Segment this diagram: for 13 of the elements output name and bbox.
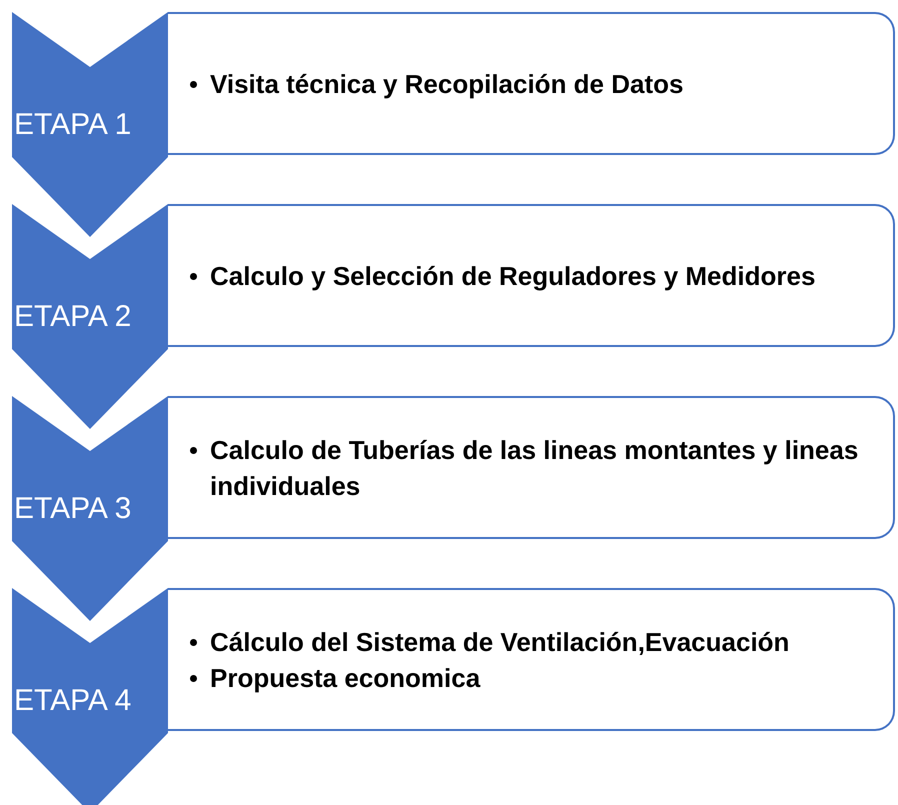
- stage-label: ETAPA 4: [14, 684, 132, 718]
- bullet-item: Visita técnica y Recopilación de Datos: [190, 66, 883, 102]
- stage-label: ETAPA 2: [14, 300, 132, 334]
- detail-panel: [168, 12, 895, 155]
- detail-panel: [168, 204, 895, 347]
- bullet-item: Propuesta economica: [190, 660, 883, 696]
- stage-label: ETAPA 1: [14, 108, 132, 142]
- bullet-item: Calculo y Selección de Reguladores y Medidores: [190, 258, 883, 294]
- bullet-item: Cálculo del Sistema de Ventilación,Evacuación: [190, 624, 883, 660]
- bullet-item: Calculo de Tuberías de las lineas montantes y lineas individuales: [190, 432, 883, 504]
- detail-panel: [168, 396, 895, 539]
- stage-label: ETAPA 3: [14, 492, 132, 526]
- detail-panel: [168, 588, 895, 731]
